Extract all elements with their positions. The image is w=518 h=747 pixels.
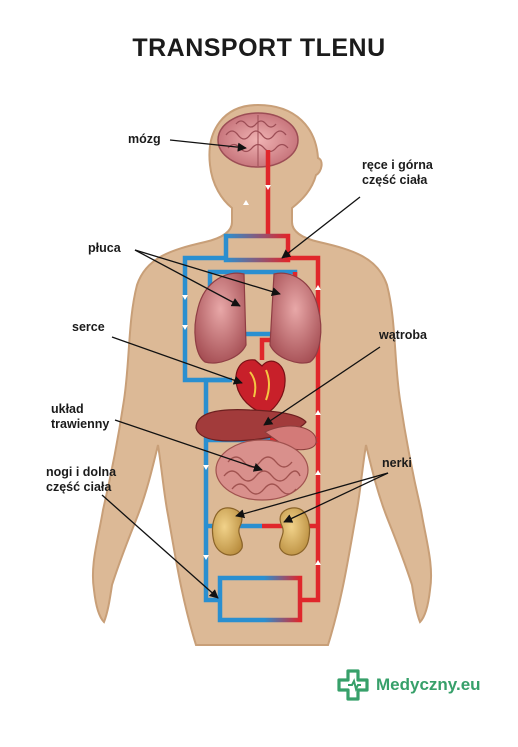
label-kidneys: nerki <box>382 456 412 470</box>
label-pointers <box>101 139 389 599</box>
label-digestive: układ trawienny <box>51 402 110 431</box>
diagram-title: TRANSPORT TLENU <box>132 34 386 62</box>
brain <box>217 112 299 168</box>
label-brain: mózg <box>128 132 161 146</box>
label-liver: wątroba <box>379 328 427 342</box>
flow-arrows <box>182 185 321 565</box>
medical-cross-logo-icon <box>337 669 369 701</box>
brand-logo[interactable]: Medyczny.eu <box>336 668 481 702</box>
lungs <box>194 272 322 364</box>
label-lower-body: nogi i dolna część ciała <box>46 465 117 494</box>
brand-name: Medyczny.eu <box>376 675 481 694</box>
label-lungs: płuca <box>88 241 121 255</box>
label-heart: serce <box>72 320 105 334</box>
label-upper-body: ręce i górna część ciała <box>362 158 433 187</box>
